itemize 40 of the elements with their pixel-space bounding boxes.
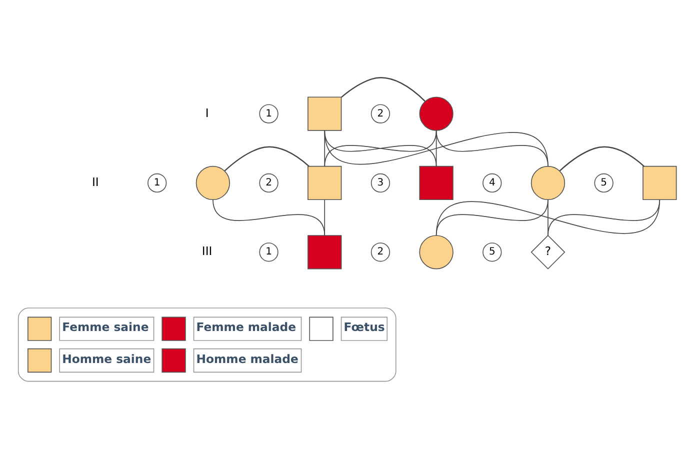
node-box — [308, 165, 342, 200]
node-box — [308, 234, 342, 269]
node-label: 1 — [266, 246, 272, 258]
connector — [212, 198, 326, 236]
node-box — [642, 165, 677, 200]
connector — [436, 198, 548, 236]
node-circle — [196, 165, 230, 200]
node-label: 1 — [154, 177, 160, 188]
node-box — [308, 96, 342, 130]
node-label: 3 — [377, 177, 384, 188]
legend-label: Homme malade — [196, 351, 298, 366]
connector — [224, 146, 310, 171]
connector — [324, 130, 326, 166]
connector — [436, 198, 660, 236]
node-label: 5 — [488, 246, 496, 258]
connector — [341, 76, 426, 102]
node-circle — [419, 234, 454, 269]
legend-label: Fœtus — [344, 320, 385, 334]
connector — [324, 130, 548, 166]
label: I — [205, 105, 209, 120]
node-label: 2 — [377, 246, 384, 258]
node-diamond: ? — [530, 234, 566, 269]
connector — [559, 146, 644, 171]
node-circle — [419, 96, 454, 130]
connector — [324, 130, 437, 166]
node-label: 4 — [488, 177, 496, 188]
legend-label: Homme saine — [62, 351, 152, 366]
node-label: 5 — [600, 177, 608, 188]
node-label: 2 — [377, 108, 384, 119]
node-box — [419, 165, 454, 200]
connector — [436, 130, 548, 166]
connector — [324, 198, 326, 236]
legend-label: Femme malade — [196, 320, 296, 334]
node-circle — [530, 165, 566, 200]
node-label: 2 — [266, 177, 272, 188]
node-label: 1 — [266, 108, 272, 119]
label: II — [92, 174, 99, 189]
legend-label: Femme saine — [62, 320, 149, 334]
connector — [548, 198, 660, 236]
label: III — [202, 244, 212, 258]
